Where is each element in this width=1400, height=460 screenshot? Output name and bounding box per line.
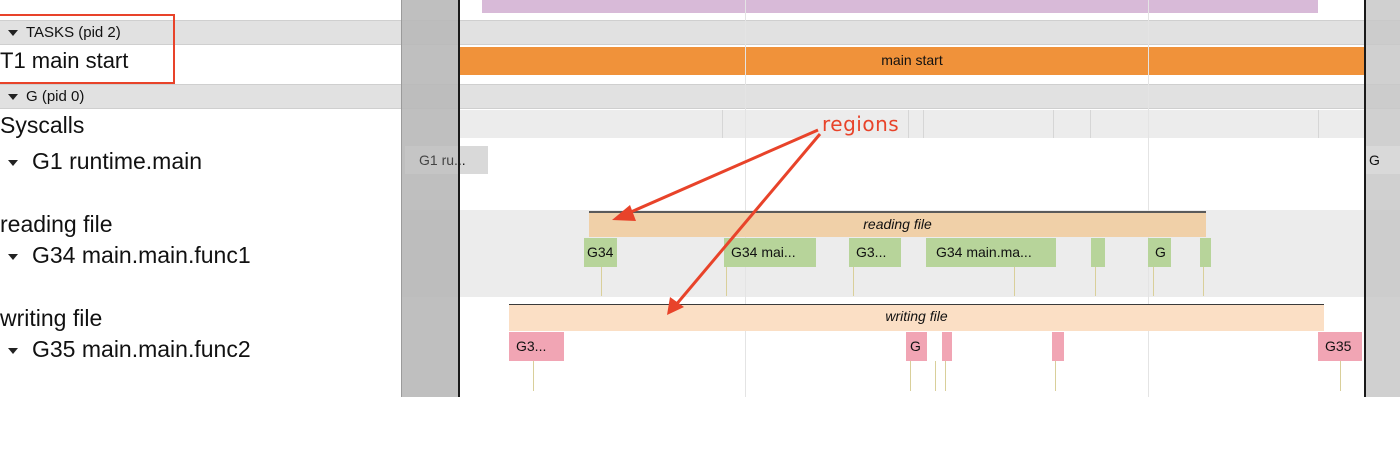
task-bar[interactable] <box>459 47 1365 75</box>
process-header-tasks-label-bg <box>0 20 401 45</box>
grid-line <box>745 0 746 397</box>
g35-slice[interactable]: G3... <box>509 332 564 361</box>
syscalls-track <box>459 110 1365 138</box>
g34-slice[interactable]: G3... <box>849 238 901 267</box>
track-label-reading-region: reading file <box>0 211 113 237</box>
triangle-down-icon <box>8 347 18 354</box>
process-name-tasks: TASKS (pid 2) <box>26 24 121 41</box>
g34-event-tick <box>1203 267 1204 296</box>
triangle-down-icon <box>8 30 18 37</box>
track-label-g1: G1 runtime.main <box>32 148 203 174</box>
selection-shade-right <box>1366 0 1400 397</box>
g34-slice[interactable]: G34 mai... <box>724 238 816 267</box>
g35-slice[interactable]: G35 <box>1318 332 1362 361</box>
g34-event-tick <box>853 267 854 296</box>
syscall-tick <box>1053 110 1054 138</box>
g35-event-tick <box>935 361 936 391</box>
track-label-g34: G34 main.main.func1 <box>32 242 251 268</box>
triangle-down-icon <box>8 94 18 101</box>
top-track-bar[interactable] <box>482 0 1318 13</box>
g35-event-tick <box>910 361 911 391</box>
g35-event-tick <box>1340 361 1341 391</box>
g34-slice[interactable]: G34 main.ma... <box>926 238 1056 267</box>
process-header-g-label-bg <box>0 84 401 109</box>
g1-slice[interactable]: G1 ru... <box>405 146 488 174</box>
g34-event-tick <box>1095 267 1096 296</box>
track-toggle-g35[interactable]: G35 main.main.func2 <box>8 336 251 362</box>
annotation-highlight-box <box>0 14 175 84</box>
process-name-g: G (pid 0) <box>26 88 85 105</box>
task-bar-label: main start <box>881 52 943 68</box>
selection-shade-left <box>402 0 458 397</box>
process-toggle-g[interactable]: G (pid 0) <box>8 88 84 105</box>
process-toggle-tasks[interactable]: TASKS (pid 2) <box>8 24 121 41</box>
track-label-task1: T1 main start <box>0 48 129 73</box>
g34-slice[interactable] <box>1200 238 1211 267</box>
arrow-head-icon <box>667 297 684 315</box>
trace-viewer: main start G1 ru... G reading file G34 G… <box>0 0 1400 397</box>
g35-slice[interactable]: G <box>906 332 927 361</box>
g35-event-tick <box>1055 361 1056 391</box>
g1-slice[interactable]: G <box>1366 146 1400 174</box>
g35-event-tick <box>945 361 946 391</box>
g34-slice[interactable]: G34 <box>584 238 617 267</box>
grid-line <box>1148 0 1149 397</box>
selection-boundary-left[interactable] <box>458 0 460 397</box>
track-labels-panel: TASKS (pid 2) T1 main start G (pid 0) Sy… <box>0 0 402 397</box>
g35-slice[interactable] <box>1052 332 1064 361</box>
triangle-down-icon <box>8 253 18 260</box>
g34-slice[interactable] <box>1091 238 1105 267</box>
track-label-g35: G35 main.main.func2 <box>32 336 251 362</box>
g34-event-tick <box>1014 267 1015 296</box>
syscall-tick <box>923 110 924 138</box>
track-toggle-g1[interactable]: G1 runtime.main <box>8 148 202 174</box>
g34-event-tick <box>1153 267 1154 296</box>
arrow-head-icon <box>612 205 636 221</box>
annotation-arrows <box>612 128 822 315</box>
selection-boundary-right[interactable] <box>1364 0 1366 397</box>
selection-shade-left-overlay <box>402 0 458 397</box>
writing-region-bar[interactable]: writing file <box>509 304 1324 331</box>
track-label-syscalls: Syscalls <box>0 112 85 138</box>
syscall-tick <box>1090 110 1091 138</box>
g35-slice[interactable] <box>942 332 952 361</box>
annotation-label: regions <box>822 112 900 136</box>
track-toggle-g34[interactable]: G34 main.main.func1 <box>8 242 251 268</box>
g34-slice[interactable]: G <box>1148 238 1171 267</box>
syscall-tick <box>908 110 909 138</box>
track-label-writing-region: writing file <box>0 305 103 331</box>
arrow-to-reading <box>623 128 819 217</box>
arrow-to-writing <box>673 133 822 307</box>
triangle-down-icon <box>8 159 18 166</box>
syscall-tick <box>722 110 723 138</box>
syscall-tick <box>1318 110 1319 138</box>
g34-event-tick <box>726 267 727 296</box>
g34-event-tick <box>601 267 602 296</box>
reading-region-bar[interactable]: reading file <box>589 211 1206 237</box>
g35-event-tick <box>533 361 534 391</box>
